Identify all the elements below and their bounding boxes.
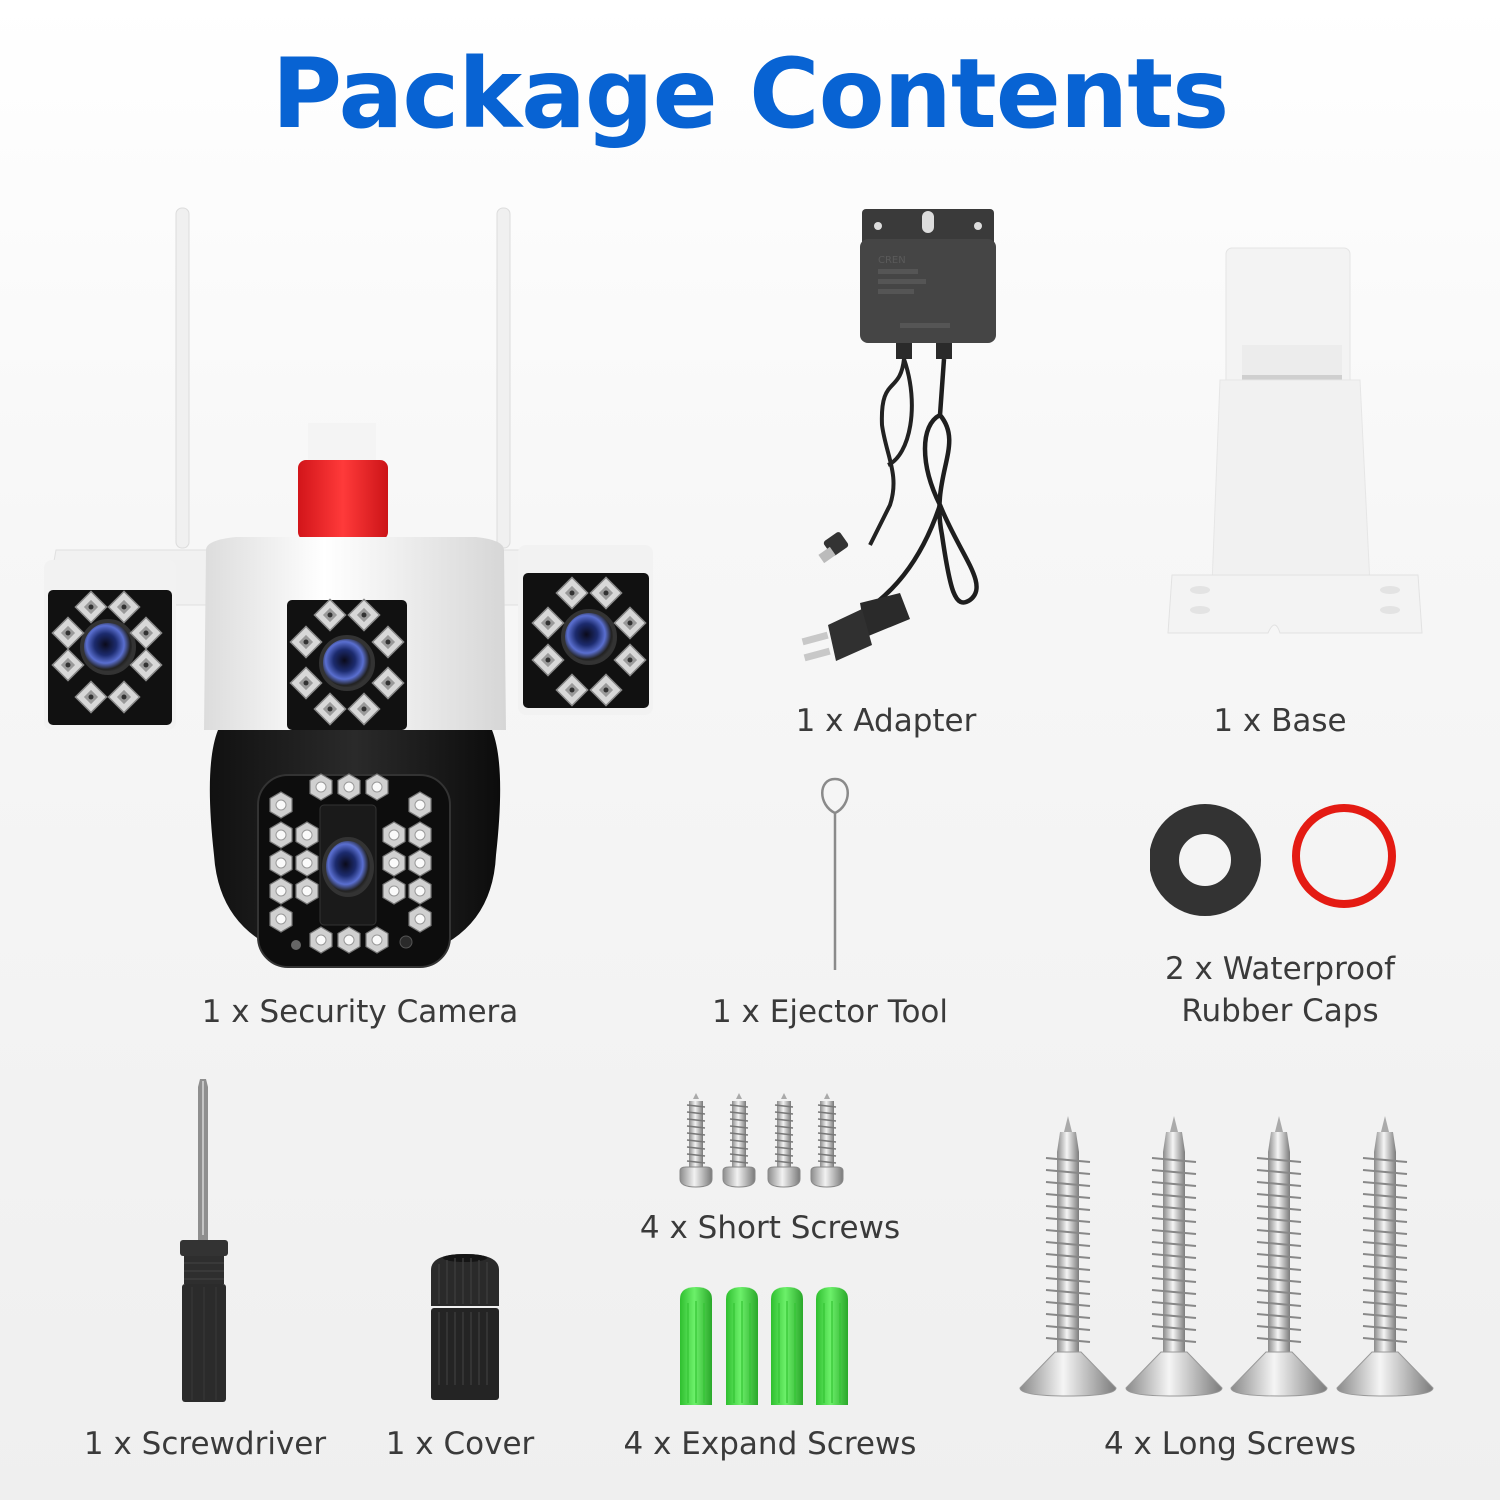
mounting-base-icon [1167, 247, 1423, 634]
cover-label: 1 x Cover [385, 1426, 535, 1462]
base-label: 1 x Base [1213, 703, 1347, 739]
rubber-caps-item [1150, 800, 1410, 920]
rubber-caps-label-line2: Rubber Caps [1181, 993, 1379, 1029]
cable-cover-icon [431, 1254, 499, 1400]
rubber-caps-label-line1: 2 x Waterproof [1164, 951, 1395, 987]
short-screws-icon [679, 1092, 844, 1188]
ejector-pin-icon [821, 777, 849, 970]
rubber-caps-icon [1150, 804, 1396, 916]
long-screws-icon [1019, 1115, 1434, 1397]
base-item [1150, 245, 1440, 640]
power-adapter-icon: CREN [801, 209, 996, 662]
adapter-item: CREN [790, 205, 1010, 690]
cover-item [425, 1250, 505, 1405]
short-screws-label: 4 x Short Screws [639, 1210, 901, 1246]
long-screws-item [1015, 1112, 1445, 1407]
wall-anchors-icon [679, 1286, 849, 1406]
screwdriver-item [170, 1075, 240, 1405]
adapter-label: 1 x Adapter [795, 703, 977, 739]
svg-text:CREN: CREN [878, 255, 906, 266]
screwdriver-icon [180, 1079, 228, 1402]
security-camera-icon [44, 207, 653, 968]
security-camera-label: 1 x Security Camera [201, 994, 519, 1030]
page-title: Package Contents [271, 38, 1229, 150]
security-camera-item [36, 205, 656, 975]
ejector-tool-item [810, 775, 860, 975]
ejector-tool-label: 1 x Ejector Tool [711, 994, 949, 1030]
screwdriver-label: 1 x Screwdriver [83, 1426, 327, 1462]
long-screws-label: 4 x Long Screws [1103, 1426, 1356, 1462]
expand-screws-item [670, 1285, 870, 1410]
expand-screws-label: 4 x Expand Screws [623, 1426, 917, 1462]
short-screws-item [670, 1090, 870, 1190]
